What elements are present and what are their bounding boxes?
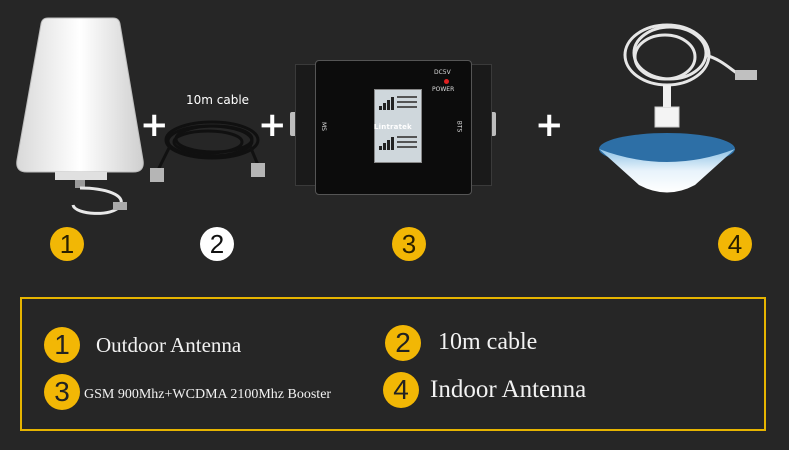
legend-num-3: 3 xyxy=(44,374,80,410)
marker-3: 3 xyxy=(392,227,426,261)
marker-2: 2 xyxy=(200,227,234,261)
dc-label: DC5V xyxy=(434,69,451,76)
legend-label-3: GSM 900Mhz+WCDMA 2100Mhz Booster xyxy=(84,387,332,402)
legend-label-2: 10m cable xyxy=(438,329,538,355)
plus-sign-3: + xyxy=(535,105,564,145)
outdoor-antenna-image xyxy=(15,10,145,225)
indoor-antenna-image xyxy=(595,15,765,215)
port-label-right: BTS xyxy=(455,120,463,133)
lcd-display xyxy=(374,89,422,163)
power-label: POWER xyxy=(432,86,455,93)
signal-bars-top xyxy=(379,96,395,110)
legend-frame xyxy=(20,297,766,431)
legend-label-1: Outdoor Antenna xyxy=(96,333,242,357)
plus-sign-1: + xyxy=(140,105,169,145)
marker-4: 4 xyxy=(718,227,752,261)
lcd-lines-top xyxy=(397,96,417,111)
port-label-left: MS xyxy=(320,122,327,131)
marker-1: 1 xyxy=(50,227,84,261)
plus-sign-2: + xyxy=(258,105,287,145)
lcd-lines-bottom xyxy=(397,136,417,151)
legend-num-4: 4 xyxy=(383,372,419,408)
cable-caption: 10m cable xyxy=(186,93,250,107)
booster-device: DC5V POWER MS BTS Lintratek xyxy=(315,60,472,195)
power-led xyxy=(444,79,449,84)
cable-image xyxy=(150,110,265,190)
legend-num-2: 2 xyxy=(385,325,421,361)
brand-logo: Lintratek xyxy=(374,123,412,131)
signal-bars-bottom xyxy=(379,136,395,150)
legend-label-4: Indoor Antenna xyxy=(430,376,587,403)
legend-num-1: 1 xyxy=(44,327,80,363)
